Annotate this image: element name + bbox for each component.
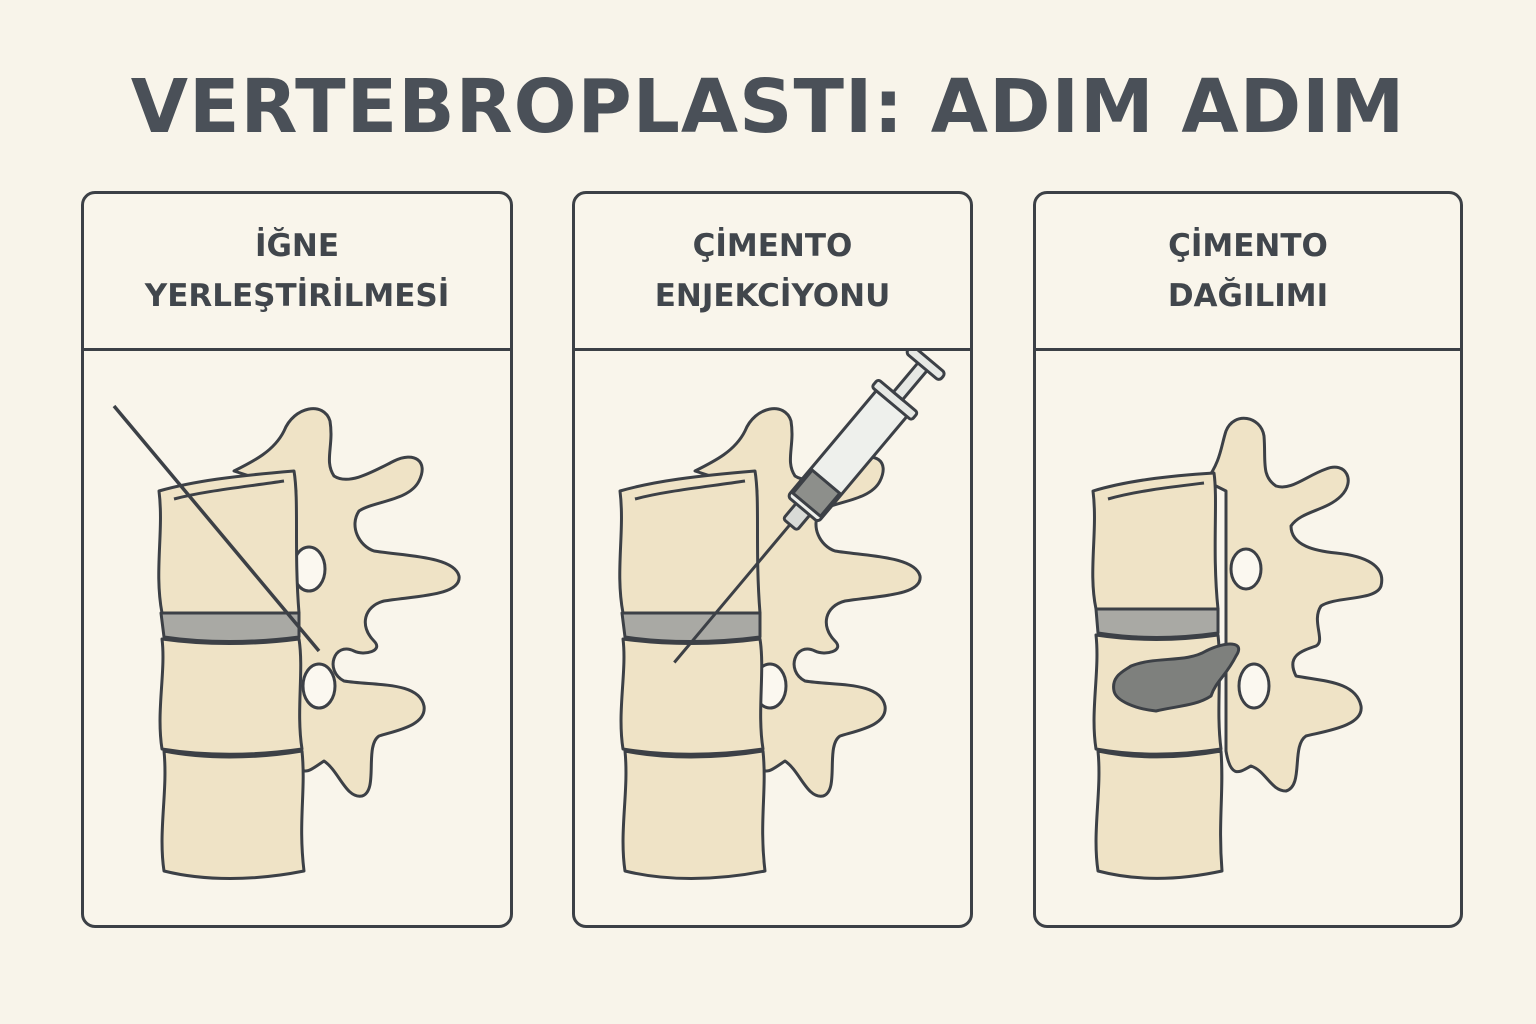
panel-cement-distribution: ÇİMENTO DAĞILIMI [1033, 191, 1463, 928]
panel-heading-line1: ÇİMENTO [692, 228, 853, 264]
vertebra-syringe-illustration [575, 351, 970, 925]
panel-heading-line1: İĞNE [254, 228, 340, 264]
panel-heading-line2: ENJEKCİYONU [654, 278, 891, 314]
panel-cement-injection: ÇİMENTO ENJEKCİYONU [572, 191, 973, 928]
spine-syringe-icon [618, 351, 946, 880]
spine-needle-icon [112, 404, 461, 880]
panel-heading-line1: ÇİMENTO [1168, 228, 1328, 264]
panel-header: ÇİMENTO ENJEKCİYONU [575, 194, 970, 351]
panel-needle-placement: İĞNE YERLEŞTİRİLMESİ [81, 191, 513, 928]
page-title: VERTEBROPLASTI: ADIM ADIM [130, 64, 1406, 150]
panel-header: ÇİMENTO DAĞILIMI [1036, 194, 1460, 351]
panel-heading-line2: DAĞILIMI [1167, 278, 1329, 314]
vertebra-cement-illustration [1036, 351, 1460, 925]
vertebra-needle-illustration [84, 351, 510, 925]
panel-heading-line2: YERLEŞTİRİLMESİ [144, 278, 450, 314]
spine-cement-icon [1091, 416, 1384, 880]
panel-header: İĞNE YERLEŞTİRİLMESİ [84, 194, 510, 351]
